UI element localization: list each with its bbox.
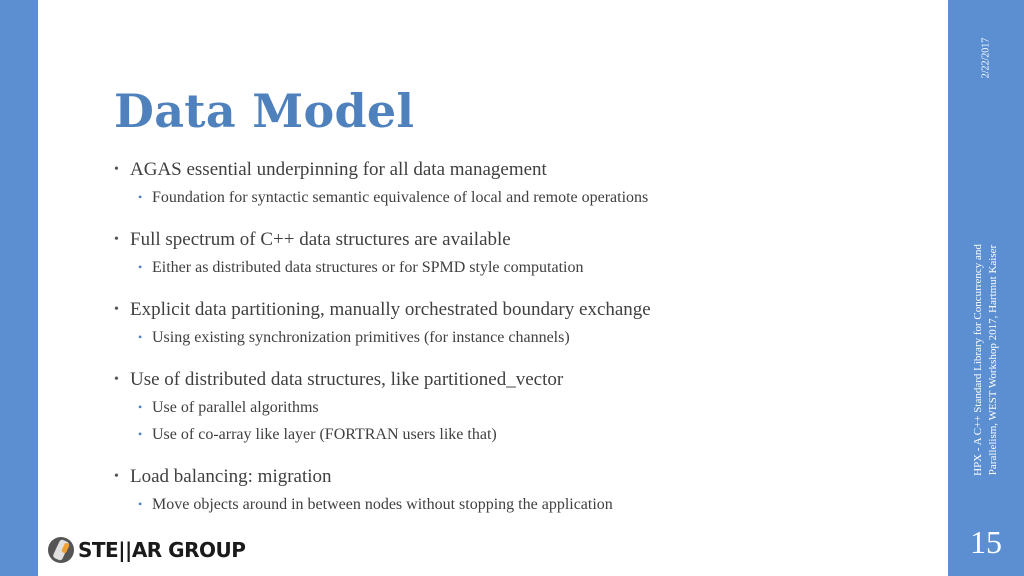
bullet-text: Use of distributed data structures, like… bbox=[130, 369, 564, 390]
bullet-item: • Explicit data partitioning, manually or… bbox=[114, 296, 934, 324]
bullet-group: • Load balancing: migration • Move objects… bbox=[114, 463, 934, 518]
bullet-group: • AGAS essential underpinning for all dat… bbox=[114, 156, 934, 211]
bullet-group: • Full spectrum of C++ data structures ar… bbox=[114, 226, 934, 281]
sub-bullet-item: • Foundation for syntactic semantic equiv… bbox=[114, 184, 934, 211]
sub-bullet-dot-icon: • bbox=[138, 497, 143, 511]
sub-bullet-item: • Move objects around in between nodes wi… bbox=[114, 491, 934, 518]
bullet-item: • AGAS essential underpinning for all dat… bbox=[114, 156, 934, 184]
bullet-dot-icon: • bbox=[114, 469, 119, 484]
right-accent-bar bbox=[948, 0, 1024, 576]
slide-number: 15 bbox=[970, 524, 1002, 560]
sub-bullet-text: Use of co-array like layer (FORTRAN user… bbox=[152, 426, 497, 443]
bullet-group: • Explicit data partitioning, manually or… bbox=[114, 296, 934, 351]
bullet-item: • Full spectrum of C++ data structures ar… bbox=[114, 226, 934, 254]
footer-line-2: Parallelism, WEST Workshop 2017, Hartmut… bbox=[987, 244, 999, 476]
slide-footer: HPX - A C++ Standard Library for Concurr… bbox=[971, 244, 1001, 476]
sub-bullet-dot-icon: • bbox=[138, 427, 143, 441]
sub-bullet-item: • Use of co-array like layer (FORTRAN use… bbox=[114, 421, 934, 448]
sub-bullet-dot-icon: • bbox=[138, 400, 143, 414]
sub-bullet-dot-icon: • bbox=[138, 330, 143, 344]
bullet-item: • Use of distributed data structures, lik… bbox=[114, 366, 934, 394]
logo-text: STE||AR GROUP bbox=[78, 538, 246, 562]
sub-bullet-dot-icon: • bbox=[138, 190, 143, 204]
sub-bullet-text: Move objects around in between nodes wit… bbox=[152, 496, 613, 513]
bullet-text: Full spectrum of C++ data structures are… bbox=[130, 229, 511, 250]
slide-title: Data Model bbox=[114, 84, 415, 138]
stellar-group-logo: STE||AR GROUP bbox=[48, 536, 246, 564]
bullet-dot-icon: • bbox=[114, 302, 119, 317]
bullet-list: • AGAS essential underpinning for all dat… bbox=[114, 156, 934, 533]
sub-bullet-text: Use of parallel algorithms bbox=[152, 399, 319, 416]
bullet-item: • Load balancing: migration bbox=[114, 463, 934, 491]
footer-line-1: HPX - A C++ Standard Library for Concurr… bbox=[972, 244, 984, 476]
sub-bullet-text: Foundation for syntactic semantic equiva… bbox=[152, 189, 649, 206]
bullet-dot-icon: • bbox=[114, 232, 119, 247]
bullet-dot-icon: • bbox=[114, 372, 119, 387]
sub-bullet-dot-icon: • bbox=[138, 260, 143, 274]
bullet-group: • Use of distributed data structures, lik… bbox=[114, 366, 934, 448]
bullet-dot-icon: • bbox=[114, 162, 119, 177]
slide-date: 2/22/2017 bbox=[980, 37, 992, 79]
sub-bullet-text: Either as distributed data structures or… bbox=[152, 259, 584, 276]
left-accent-bar bbox=[0, 0, 38, 576]
bullet-text: AGAS essential underpinning for all data… bbox=[130, 159, 547, 180]
bullet-text: Explicit data partitioning, manually orc… bbox=[130, 299, 651, 320]
sub-bullet-item: • Either as distributed data structures o… bbox=[114, 254, 934, 281]
sub-bullet-text: Using existing synchronization primitive… bbox=[152, 329, 570, 346]
sub-bullet-item: • Use of parallel algorithms bbox=[114, 394, 934, 421]
stellar-logo-icon bbox=[48, 537, 74, 563]
sub-bullet-item: • Using existing synchronization primitiv… bbox=[114, 324, 934, 351]
bullet-text: Load balancing: migration bbox=[130, 466, 332, 487]
